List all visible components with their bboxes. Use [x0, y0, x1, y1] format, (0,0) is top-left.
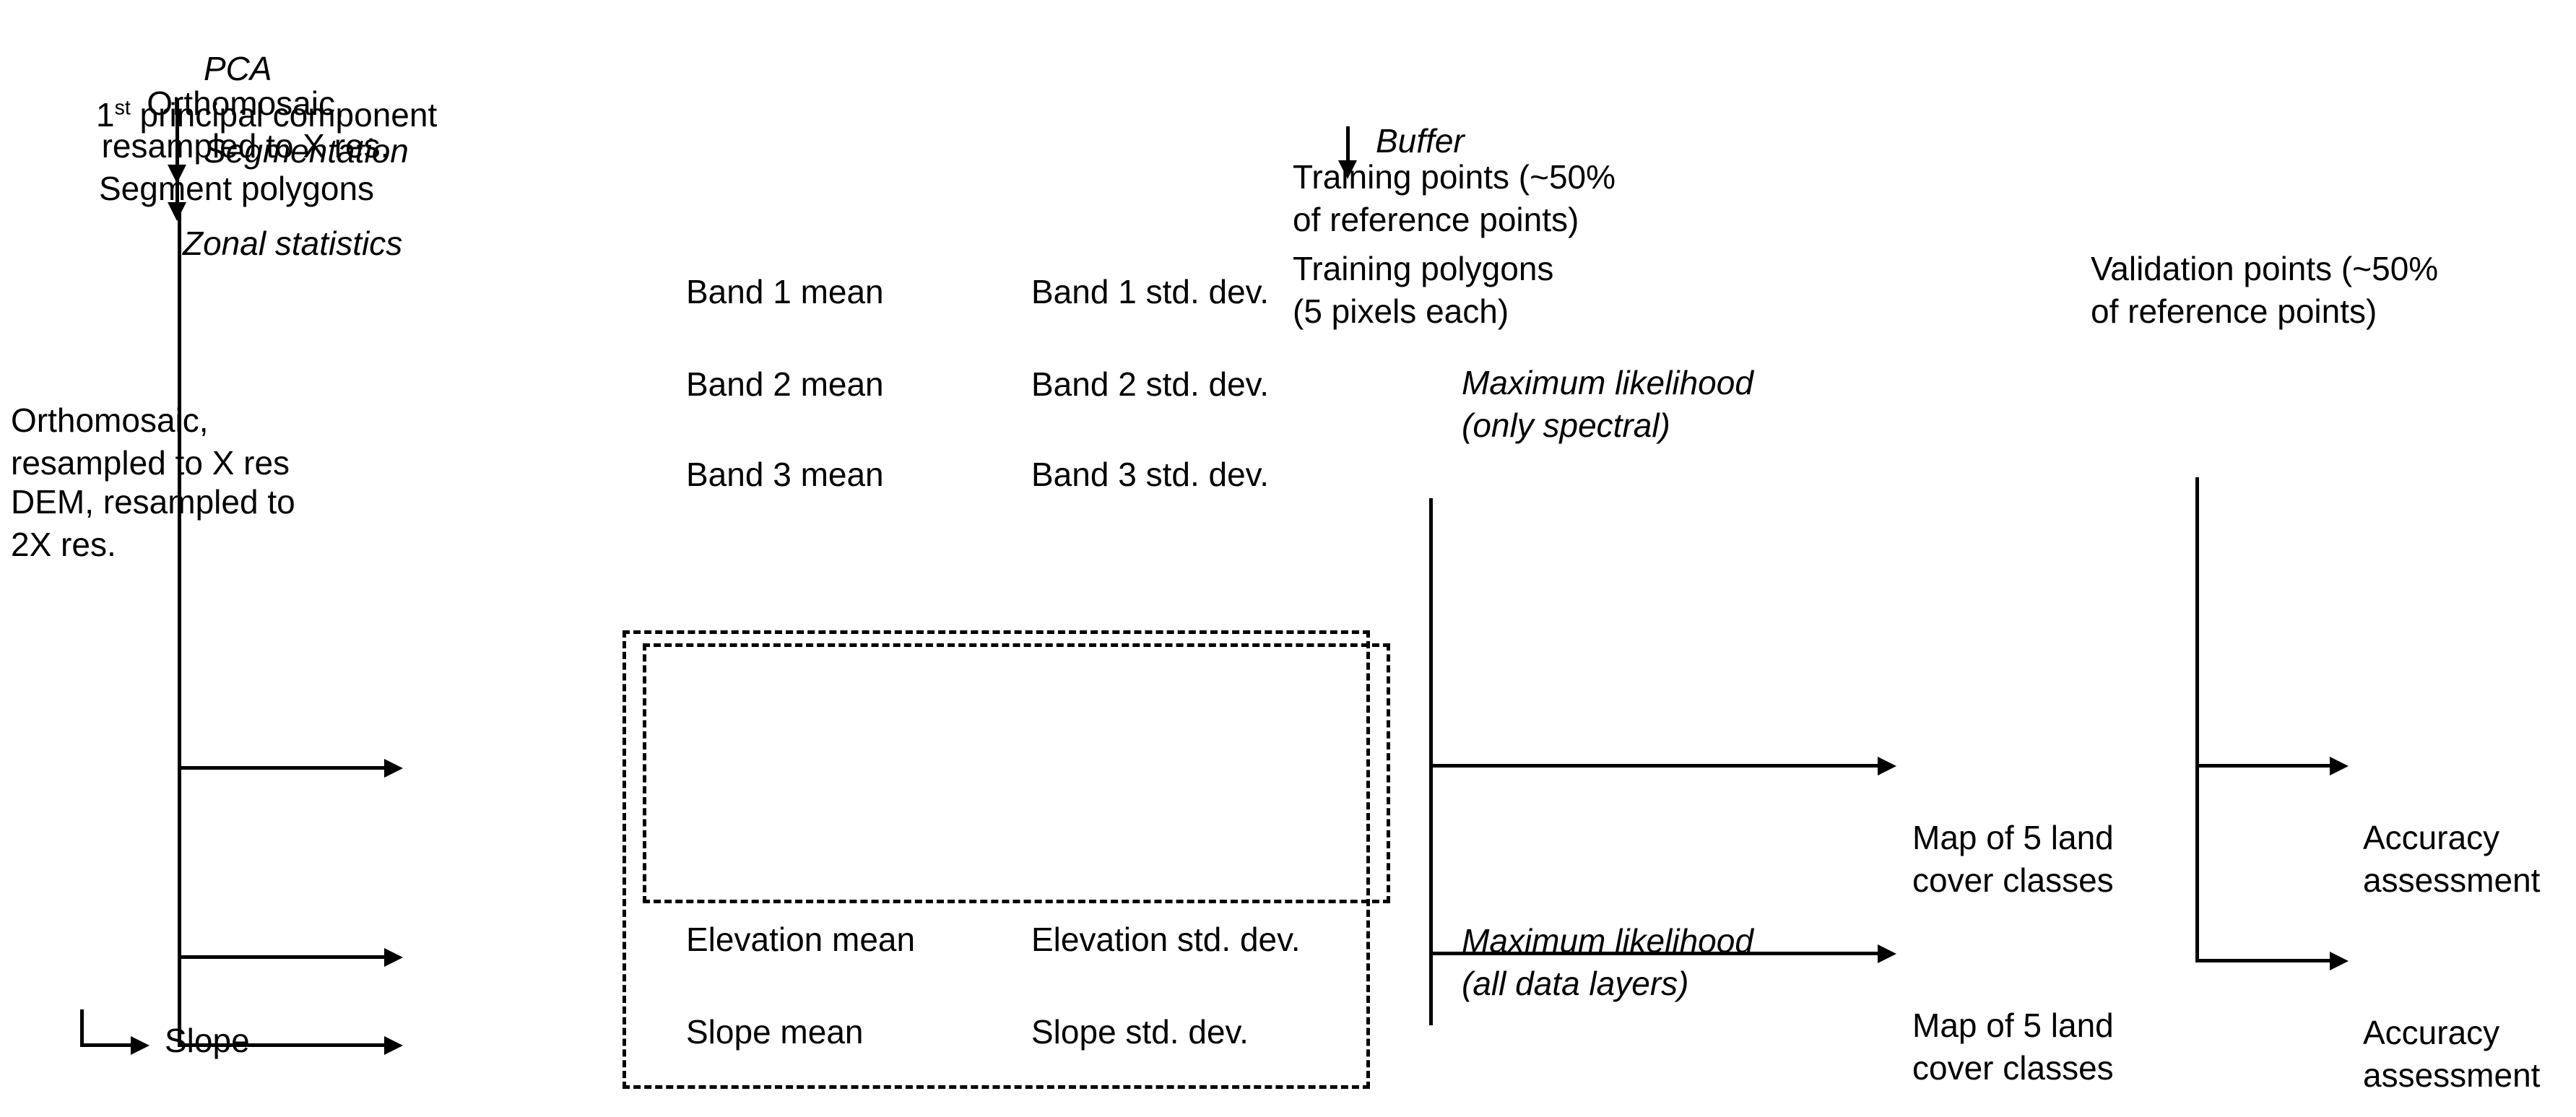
process-label-maximum-likelihood-all-layers: Maximum likelihood(all data layers): [1462, 835, 1753, 1090]
node-orthomosaic-left-text: Orthomosaic,resampled to X res: [11, 401, 290, 482]
process-label-pca: PCA: [204, 50, 272, 87]
attribute-group-all-data-layers-box: [623, 630, 1370, 1089]
pc-rest: principal component: [130, 96, 438, 134]
buffer-arrow-shaft: [1346, 126, 1350, 164]
arrow-validation-to-accuracy-spectral-shaft: [2195, 764, 2333, 768]
node-training-polygons: Training polygons(5 pixels each): [1293, 162, 1553, 418]
arrow-validation-to-accuracy-spectral-head-icon: [2330, 757, 2349, 775]
node-validation-points-text: Validation points (~50%of reference poin…: [2091, 250, 2439, 330]
node-first-principal-component: 1st principal component: [96, 94, 437, 136]
segmentation-arrow-shaft: [175, 136, 179, 207]
attribute-band3-std: Band 3 std. dev.: [1031, 456, 1270, 493]
node-training-points-text: Training points (~50%of reference points…: [1293, 158, 1616, 238]
process-label-maximum-likelihood-spectral-text: Maximum likelihood(only spectral): [1462, 364, 1753, 444]
attribute-slope-mean: Slope mean: [686, 1013, 864, 1051]
node-segment-polygons: Segment polygons: [99, 170, 375, 207]
arrow-dem-to-attributes-shaft: [178, 955, 387, 959]
attribute-elevation-std: Elevation std. dev.: [1031, 921, 1301, 958]
attribute-band3-mean: Band 3 mean: [686, 456, 884, 493]
node-training-polygons-text: Training polygons(5 pixels each): [1293, 250, 1554, 330]
attribute-group-spectral-box: [643, 643, 1390, 903]
pc-ordinal-suffix: st: [114, 96, 131, 120]
arrow-maxlik-spectral-head-icon: [1878, 757, 1896, 775]
node-training-points: Training points (~50%of reference points…: [1293, 71, 1616, 326]
pc-number: 1: [96, 96, 115, 134]
process-label-segmentation: Segmentation: [204, 132, 409, 170]
node-validation-points: Validation points (~50%of reference poin…: [2091, 162, 2438, 418]
zonal-statistics-trunk: [178, 207, 181, 458]
dem-to-slope-shaft-horizontal: [80, 1043, 132, 1047]
validation-points-trunk: [2195, 477, 2199, 962]
process-label-buffer: Buffer: [1376, 122, 1465, 160]
arrow-slope-to-attributes-head-icon: [384, 1036, 403, 1055]
dem-to-slope-arrowhead-icon: [131, 1036, 149, 1055]
arrow-validation-to-accuracy-all-layers-shaft: [2195, 959, 2333, 962]
attribute-slope-std: Slope std. dev.: [1031, 1013, 1249, 1051]
process-label-zonal-statistics: Zonal statistics: [183, 225, 403, 262]
attribute-band2-std: Band 2 std. dev.: [1031, 365, 1270, 403]
attribute-band1-std: Band 1 std. dev.: [1031, 273, 1270, 310]
arrow-slope-to-attributes-shaft: [178, 1043, 387, 1047]
arrow-maxlik-all-layers-head-icon: [1878, 944, 1896, 963]
arrow-orthomosaic-to-attributes-shaft: [178, 766, 387, 770]
buffer-arrowhead-icon: [1338, 160, 1357, 179]
training-polygons-trunk: [1429, 498, 1433, 1025]
arrow-orthomosaic-to-attributes-head-icon: [384, 759, 403, 778]
process-label-maximum-likelihood-spectral: Maximum likelihood(only spectral): [1462, 277, 1753, 532]
attribute-band2-mean: Band 2 mean: [686, 365, 884, 403]
process-label-maximum-likelihood-all-layers-text: Maximum likelihood(all data layers): [1462, 922, 1753, 1002]
arrow-maxlik-all-layers-shaft: [1429, 952, 1881, 955]
arrow-maxlik-spectral-shaft: [1429, 764, 1881, 768]
arrow-dem-to-attributes-head-icon: [384, 948, 403, 967]
dem-to-slope-shaft-vertical: [80, 1009, 84, 1047]
node-orthomosaic-left: Orthomosaic,resampled to X res: [11, 314, 290, 570]
attribute-elevation-mean: Elevation mean: [686, 921, 916, 958]
attribute-band1-mean: Band 1 mean: [686, 273, 884, 310]
zonal-statistics-trunk-lower: [178, 458, 181, 1047]
arrow-validation-to-accuracy-all-layers-head-icon: [2330, 952, 2349, 970]
segmentation-arrowhead-icon: [168, 202, 186, 221]
pca-arrow-shaft: [175, 98, 179, 169]
